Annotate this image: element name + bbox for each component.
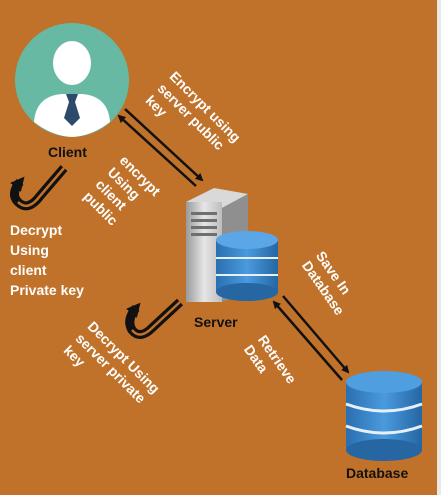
annotation-line: client (10, 262, 47, 278)
database-icon (216, 231, 278, 301)
server-label: Server (194, 314, 238, 330)
server-database-arrows (272, 295, 350, 381)
u-turn-arrow-icon (10, 165, 68, 211)
database-icon (345, 371, 423, 461)
annotation-line: Using (10, 242, 49, 258)
client-label: Client (48, 144, 87, 160)
u-turn-arrow-icon (125, 298, 184, 339)
right-edge-divider (437, 0, 441, 495)
client-server-arrows (117, 108, 204, 187)
decrypt-client-annotation: Decrypt Using client Private key (10, 220, 84, 300)
user-avatar-icon (15, 23, 129, 137)
database-label: Database (346, 465, 409, 481)
annotation-line: Decrypt (10, 222, 63, 238)
annotation-line: Private key (10, 282, 84, 298)
